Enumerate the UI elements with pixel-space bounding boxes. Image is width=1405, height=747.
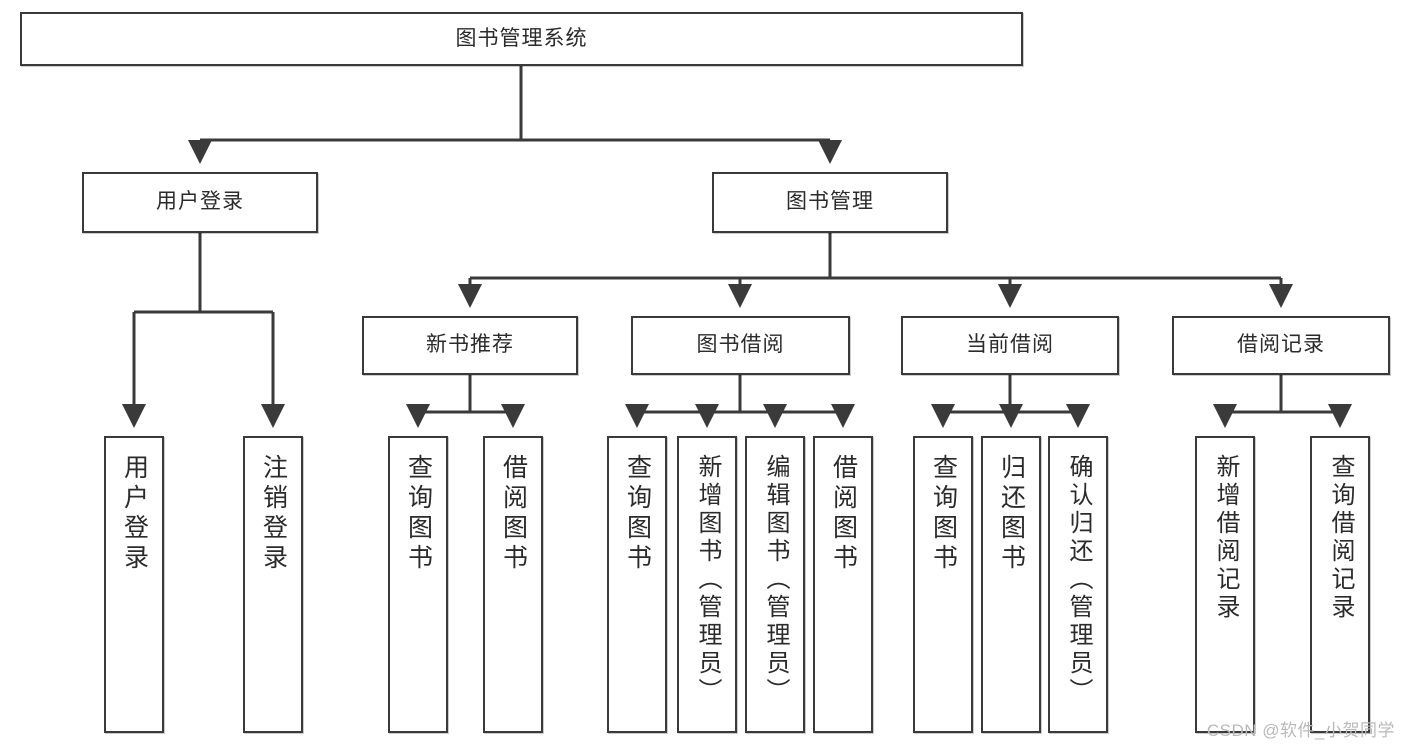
node-leaf-query-book-3-label: 查询图书: [929, 454, 958, 574]
node-leaf-user-login[interactable]: 用户登录: [104, 436, 164, 733]
node-leaf-add-book[interactable]: 新增图书（管理员）: [677, 436, 737, 733]
node-leaf-query-borrow-record-label: 查询借阅记录: [1327, 454, 1354, 622]
node-new-book-recommend[interactable]: 新书推荐: [362, 316, 578, 375]
node-leaf-borrow-book-2[interactable]: 借阅图书: [813, 436, 873, 733]
node-new-book-recommend-label: 新书推荐: [426, 333, 514, 357]
node-leaf-query-book-1[interactable]: 查询图书: [388, 436, 448, 733]
node-leaf-borrow-book-1[interactable]: 借阅图书: [483, 436, 543, 733]
node-book-management[interactable]: 图书管理: [712, 172, 948, 233]
node-book-management-label: 图书管理: [786, 190, 874, 214]
node-leaf-confirm-return[interactable]: 确认归还（管理员）: [1048, 436, 1108, 733]
node-leaf-user-login-label: 用户登录: [120, 454, 149, 574]
node-leaf-query-book-2-label: 查询图书: [623, 454, 652, 574]
node-leaf-return-book-label: 归还图书: [997, 454, 1026, 574]
node-leaf-query-book-3[interactable]: 查询图书: [913, 436, 973, 733]
watermark: CSDN @软件_小贺同学: [1206, 721, 1395, 740]
node-current-borrow-label: 当前借阅: [966, 333, 1054, 357]
node-leaf-confirm-return-label: 确认归还（管理员）: [1065, 454, 1092, 706]
node-leaf-return-book[interactable]: 归还图书: [981, 436, 1041, 733]
node-leaf-query-borrow-record[interactable]: 查询借阅记录: [1310, 436, 1370, 733]
node-root[interactable]: 图书管理系统: [20, 12, 1023, 66]
node-leaf-borrow-book-2-label: 借阅图书: [829, 454, 858, 574]
node-leaf-query-book-1-label: 查询图书: [404, 454, 433, 574]
node-leaf-add-borrow-record[interactable]: 新增借阅记录: [1195, 436, 1255, 733]
node-borrow-record[interactable]: 借阅记录: [1172, 316, 1390, 375]
node-current-borrow[interactable]: 当前借阅: [901, 316, 1119, 375]
node-leaf-add-borrow-record-label: 新增借阅记录: [1212, 454, 1239, 622]
node-leaf-user-logout-label: 注销登录: [259, 454, 288, 574]
node-user-login[interactable]: 用户登录: [82, 172, 318, 233]
node-leaf-edit-book[interactable]: 编辑图书（管理员）: [745, 436, 805, 733]
node-borrow-record-label: 借阅记录: [1237, 333, 1325, 357]
node-root-label: 图书管理系统: [455, 26, 588, 50]
node-leaf-user-logout[interactable]: 注销登录: [243, 436, 303, 733]
node-leaf-edit-book-label: 编辑图书（管理员）: [762, 454, 789, 706]
node-leaf-add-book-label: 新增图书（管理员）: [694, 454, 721, 706]
node-book-borrow-label: 图书借阅: [696, 333, 785, 357]
node-leaf-query-book-2[interactable]: 查询图书: [607, 436, 667, 733]
node-user-login-label: 用户登录: [156, 190, 244, 214]
node-leaf-borrow-book-1-label: 借阅图书: [499, 454, 528, 574]
node-book-borrow[interactable]: 图书借阅: [631, 316, 850, 375]
